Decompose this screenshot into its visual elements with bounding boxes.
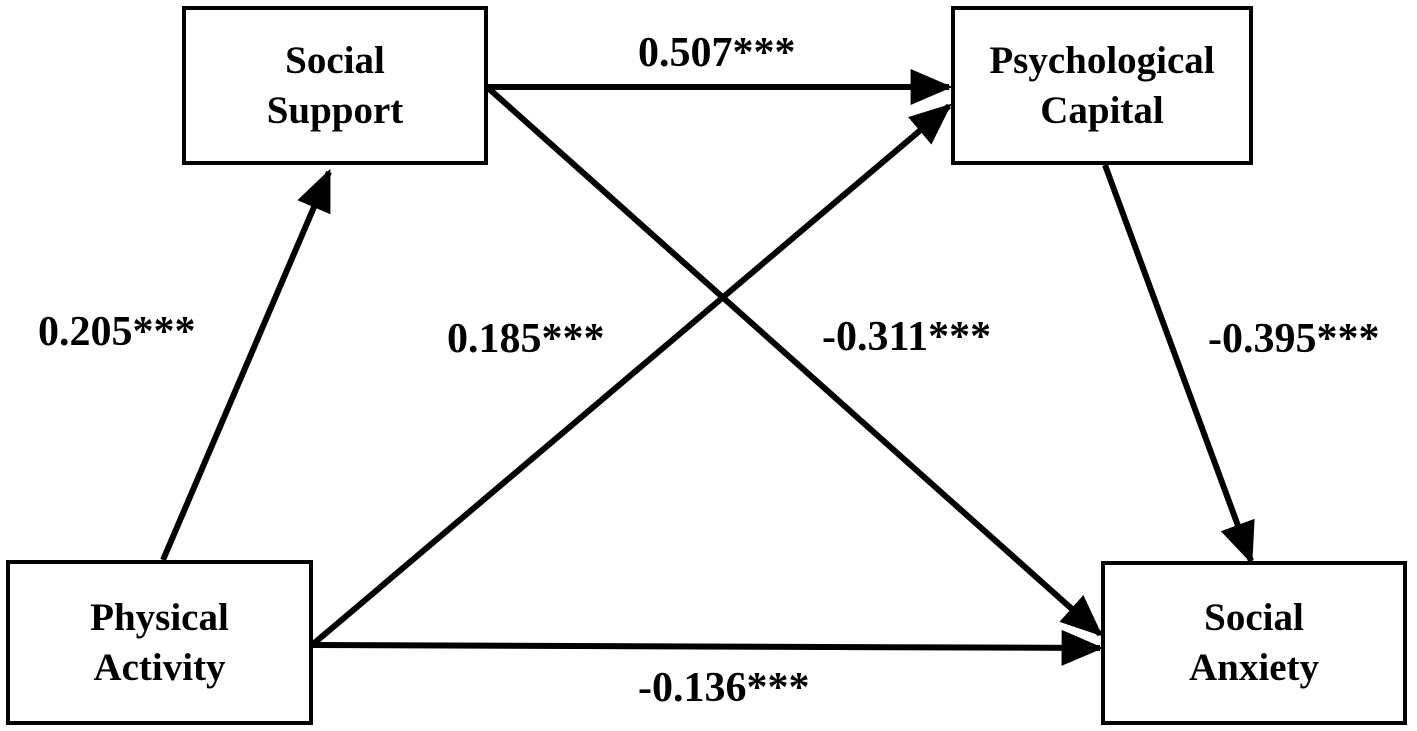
node-social-anxiety-line2: Anxiety: [1189, 646, 1319, 689]
node-physical-activity-line1: Physical: [90, 595, 229, 639]
coef-physical-activity-to-social-anxiety: -0.136***: [638, 665, 810, 711]
node-psychological-capital: Psychological Capital: [951, 6, 1253, 165]
coef-psychological-capital-to-social-anxiety: -0.395***: [1208, 316, 1380, 362]
node-social-anxiety: Social Anxiety: [1101, 561, 1407, 725]
node-social-support-line2: Support: [266, 88, 404, 132]
node-physical-activity-line2: Activity: [93, 645, 226, 689]
coef-physical-activity-to-psychological-capital: 0.185***: [447, 316, 605, 362]
node-social-support: Social Support: [182, 6, 488, 165]
arrow-physical-activity-to-psychological-capital: [310, 103, 952, 648]
node-social-anxiety-line1: Social: [1204, 596, 1304, 639]
arrow-physical-activity-to-social-support: [160, 168, 332, 562]
node-psychological-capital-line1: Psychological: [989, 38, 1215, 82]
node-physical-activity: Physical Activity: [6, 560, 313, 725]
node-social-support-line1: Social: [285, 38, 385, 82]
arrow-physical-activity-to-social-anxiety: [311, 629, 1104, 666]
coef-physical-activity-to-social-support: 0.205***: [38, 309, 196, 355]
coef-social-support-to-psychological-capital: 0.507***: [638, 30, 796, 76]
coef-social-support-to-social-anxiety: -0.311***: [822, 314, 992, 360]
arrow-psychological-capital-to-social-anxiety: [1102, 163, 1255, 565]
node-psychological-capital-line2: Capital: [1040, 88, 1164, 132]
arrow-social-support-to-social-anxiety: [485, 84, 1103, 637]
